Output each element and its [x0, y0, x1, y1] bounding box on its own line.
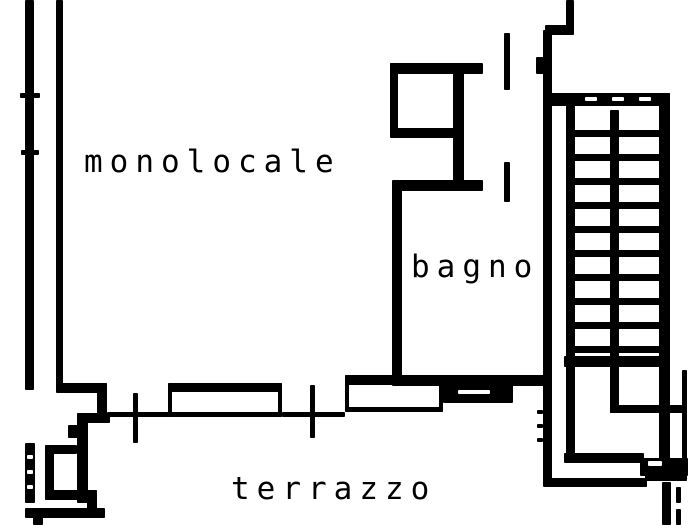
stair-tread-4	[570, 202, 664, 209]
stair-tread-2	[570, 154, 664, 161]
bagno-top-wall	[392, 180, 483, 191]
corridor-hatch-3	[537, 438, 543, 442]
recess-right-wall	[77, 413, 88, 503]
left-wall-tick-b	[21, 150, 39, 155]
stair-right-wall	[659, 93, 670, 461]
stair-tread-7	[570, 274, 664, 281]
stair-landing-line	[610, 405, 687, 413]
door-jamb-tick-1	[133, 393, 138, 443]
window-1-right	[278, 383, 282, 417]
recess-inner-left	[45, 445, 54, 500]
stair-rail-line	[682, 370, 687, 462]
terrace-left-hatch-3	[27, 485, 33, 489]
window-2-right	[439, 375, 443, 412]
exit-door-dash-a	[676, 487, 681, 503]
room-label-terrazzo: terrazzo	[231, 471, 437, 507]
terrace-door-slit	[458, 390, 490, 394]
stair-tread-8	[570, 298, 664, 305]
stair-top-dash-2	[612, 97, 624, 101]
window-1-left	[168, 383, 172, 417]
stair-tread-5	[570, 226, 664, 233]
stair-tread-1	[570, 130, 664, 137]
bagno-bottom-wall	[392, 375, 545, 386]
shaft-left-wall	[390, 63, 398, 133]
bottom-wall-step	[97, 383, 107, 418]
stair-bottom-wall	[564, 453, 644, 463]
shaft-top-wall	[390, 63, 483, 74]
window-1-top	[168, 383, 282, 392]
shaft-bottom-wall	[390, 128, 460, 138]
corridor-wall-bump	[536, 57, 544, 74]
stair-top-dash-3	[639, 97, 651, 101]
bagno-left-wall	[392, 183, 402, 380]
stair-tread-9	[570, 322, 664, 329]
terrace-left-hatch-1	[27, 455, 33, 459]
stair-landing-wall	[564, 356, 670, 367]
room-label-monolocale: monolocale	[84, 144, 341, 180]
terrace-step-line	[645, 473, 687, 481]
stair-tread-10	[570, 346, 664, 353]
recess-inner-bottom	[45, 490, 97, 500]
window-1-bottom	[168, 412, 282, 417]
window-2-left	[345, 375, 349, 412]
entry-door-dash-2	[504, 162, 510, 202]
terrace-left-hatch-2	[27, 470, 33, 474]
recess-step-wall	[87, 490, 97, 512]
terrace-bottom-right-wall	[543, 478, 647, 487]
corridor-hatch-2	[537, 424, 543, 428]
stair-tread-3	[570, 178, 664, 185]
recess-bump	[68, 425, 78, 438]
window-2-bottom	[345, 407, 443, 412]
corridor-wall	[543, 30, 552, 485]
recess-inner-top	[45, 445, 77, 454]
room-label-bagno: bagno	[411, 249, 540, 285]
window-sill-1	[107, 412, 169, 417]
stair-tread-6	[570, 250, 664, 257]
exit-wall	[662, 482, 671, 525]
stair-top-wall	[545, 93, 670, 106]
left-wall-tick-a	[20, 93, 40, 98]
shaft-right-wall	[453, 63, 464, 185]
entry-door-dash-1	[504, 33, 510, 90]
bottom-wall-left	[56, 383, 107, 393]
recess-top-wall	[77, 413, 110, 423]
top-right-wall	[566, 0, 574, 30]
corridor-hatch-1	[537, 410, 543, 414]
terrace-door-threshold	[443, 385, 513, 403]
stair-exit-slit	[648, 461, 662, 466]
door-jamb-tick-2	[310, 385, 315, 438]
exit-door-dash-b	[676, 509, 681, 525]
terrace-bottom-left-wall	[25, 508, 105, 518]
inner-left-wall	[56, 0, 63, 385]
stair-divider	[610, 110, 619, 413]
terrace-bottom-stub	[33, 516, 43, 525]
top-right-jog	[545, 25, 574, 35]
outer-left-wall	[25, 0, 34, 390]
stair-top-dash-1	[585, 97, 597, 101]
